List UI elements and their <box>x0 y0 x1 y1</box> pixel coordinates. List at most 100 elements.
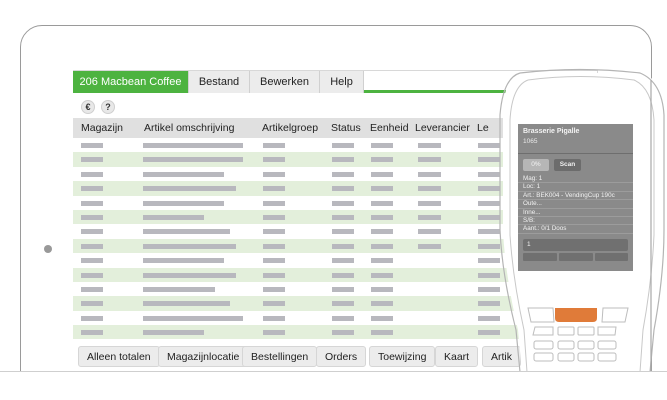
cell-placeholder <box>418 200 441 206</box>
artikel-button[interactable]: Artik <box>482 346 521 367</box>
table-row[interactable] <box>73 152 597 167</box>
app-window: 206 Macbean Coffee Bestand Bewerken Help… <box>73 70 598 372</box>
cell-placeholder <box>263 143 285 148</box>
info-inner: Inne... <box>518 209 633 217</box>
info-quantity: Aant.: 0/1 Doos <box>518 225 633 234</box>
cell-placeholder <box>371 229 393 235</box>
cell-placeholder <box>332 214 354 220</box>
cell-placeholder <box>81 214 103 220</box>
table-row[interactable] <box>73 238 597 254</box>
cell-placeholder <box>371 330 393 336</box>
cell-placeholder <box>143 272 236 278</box>
toolbar: € ? <box>73 96 597 118</box>
cell-placeholder <box>81 258 103 264</box>
cell-placeholder <box>263 229 285 235</box>
table-row[interactable] <box>73 181 597 196</box>
toewijzing-button[interactable]: Toewijzing <box>369 346 436 367</box>
menu-bestand[interactable]: Bestand <box>189 71 250 93</box>
table-row[interactable] <box>73 196 597 210</box>
menu-help[interactable]: Help <box>320 71 364 93</box>
scan-button[interactable]: Scan <box>554 159 581 171</box>
cell-placeholder <box>263 186 285 192</box>
cell-placeholder <box>332 286 354 292</box>
col-leverancier[interactable]: Leverancier <box>415 122 470 134</box>
cell-placeholder <box>371 200 393 206</box>
cell-placeholder <box>332 186 354 192</box>
cell-placeholder <box>263 330 285 336</box>
cell-placeholder <box>371 157 393 163</box>
table-row[interactable] <box>73 167 597 181</box>
cell-placeholder <box>143 315 243 321</box>
cell-placeholder <box>418 143 441 148</box>
table-row[interactable] <box>73 224 597 238</box>
cell-placeholder <box>478 315 500 321</box>
col-artikelgroep[interactable]: Artikelgroep <box>262 122 319 134</box>
cell-placeholder <box>81 315 103 321</box>
col-artikel-omschrijving[interactable]: Artikel omschrijving <box>144 122 235 134</box>
cell-placeholder <box>263 200 285 206</box>
scanner-keypad <box>527 307 629 362</box>
table-row[interactable] <box>73 138 597 152</box>
cell-placeholder <box>371 258 393 264</box>
scanner-subtitle: 1065 <box>523 138 538 145</box>
cell-placeholder <box>332 258 354 264</box>
tablet-home-dot <box>44 245 52 253</box>
cell-placeholder <box>478 229 500 235</box>
euro-icon[interactable]: € <box>81 100 95 114</box>
cell-placeholder <box>478 214 500 220</box>
scanner-trigger-key-hit[interactable] <box>555 308 597 322</box>
softkey-middle[interactable] <box>559 252 593 261</box>
progress-button[interactable]: 0% <box>523 159 549 171</box>
cell-placeholder <box>371 272 393 278</box>
scanner-trigger-key <box>555 308 597 322</box>
cell-placeholder <box>263 286 285 292</box>
scanner-screen: Brasserie Pigalle 1065 0% Scan Mag: 1 Lo… <box>518 124 633 271</box>
cell-placeholder <box>81 186 103 192</box>
softkey-right[interactable] <box>595 252 628 261</box>
cell-placeholder <box>371 186 393 192</box>
cell-placeholder <box>332 243 354 249</box>
alleen-totalen-button[interactable]: Alleen totalen <box>78 346 160 367</box>
cell-placeholder <box>418 186 441 192</box>
cell-placeholder <box>478 301 500 307</box>
cell-placeholder <box>143 330 204 336</box>
table-header: Magazijn Artikel omschrijving Artikelgro… <box>73 118 597 138</box>
cell-placeholder <box>478 143 500 148</box>
help-icon[interactable]: ? <box>101 100 115 114</box>
cell-placeholder <box>81 286 103 292</box>
menu-brand-company[interactable]: 206 Macbean Coffee <box>73 71 189 93</box>
orders-button[interactable]: Orders <box>316 346 367 367</box>
cell-placeholder <box>81 171 103 177</box>
kaart-button[interactable]: Kaart <box>435 346 479 367</box>
table-row[interactable] <box>73 311 597 325</box>
col-status[interactable]: Status <box>331 122 361 134</box>
magazijnlocatie-button[interactable]: Magazijnlocatie <box>158 346 249 367</box>
cell-placeholder <box>478 330 500 336</box>
bestellingen-button[interactable]: Bestellingen <box>242 346 318 367</box>
table-body <box>73 138 597 340</box>
cell-placeholder <box>418 157 441 163</box>
col-magazijn[interactable]: Magazijn <box>81 122 124 134</box>
col-truncated[interactable]: Le <box>477 122 489 134</box>
cell-placeholder <box>478 200 500 206</box>
table-row[interactable] <box>73 253 597 267</box>
table-row[interactable] <box>73 296 597 311</box>
table-row[interactable] <box>73 267 597 282</box>
softkey-left[interactable] <box>523 252 557 261</box>
table-row[interactable] <box>73 325 597 340</box>
cell-placeholder <box>332 272 354 278</box>
cell-placeholder <box>143 258 224 264</box>
cell-placeholder <box>418 214 441 220</box>
table-row[interactable] <box>73 282 597 296</box>
cell-placeholder <box>143 171 224 177</box>
quantity-input[interactable]: 1 <box>523 238 628 251</box>
cell-placeholder <box>143 286 215 292</box>
cell-placeholder <box>332 143 354 148</box>
cell-placeholder <box>371 214 393 220</box>
cell-placeholder <box>332 315 354 321</box>
menu-bewerken[interactable]: Bewerken <box>250 71 320 93</box>
floor-area <box>0 372 667 400</box>
action-button-bar: Alleen totalen Magazijnlocatie Bestellin… <box>73 341 597 372</box>
table-row[interactable] <box>73 209 597 225</box>
col-eenheid[interactable]: Eenheid <box>370 122 409 134</box>
